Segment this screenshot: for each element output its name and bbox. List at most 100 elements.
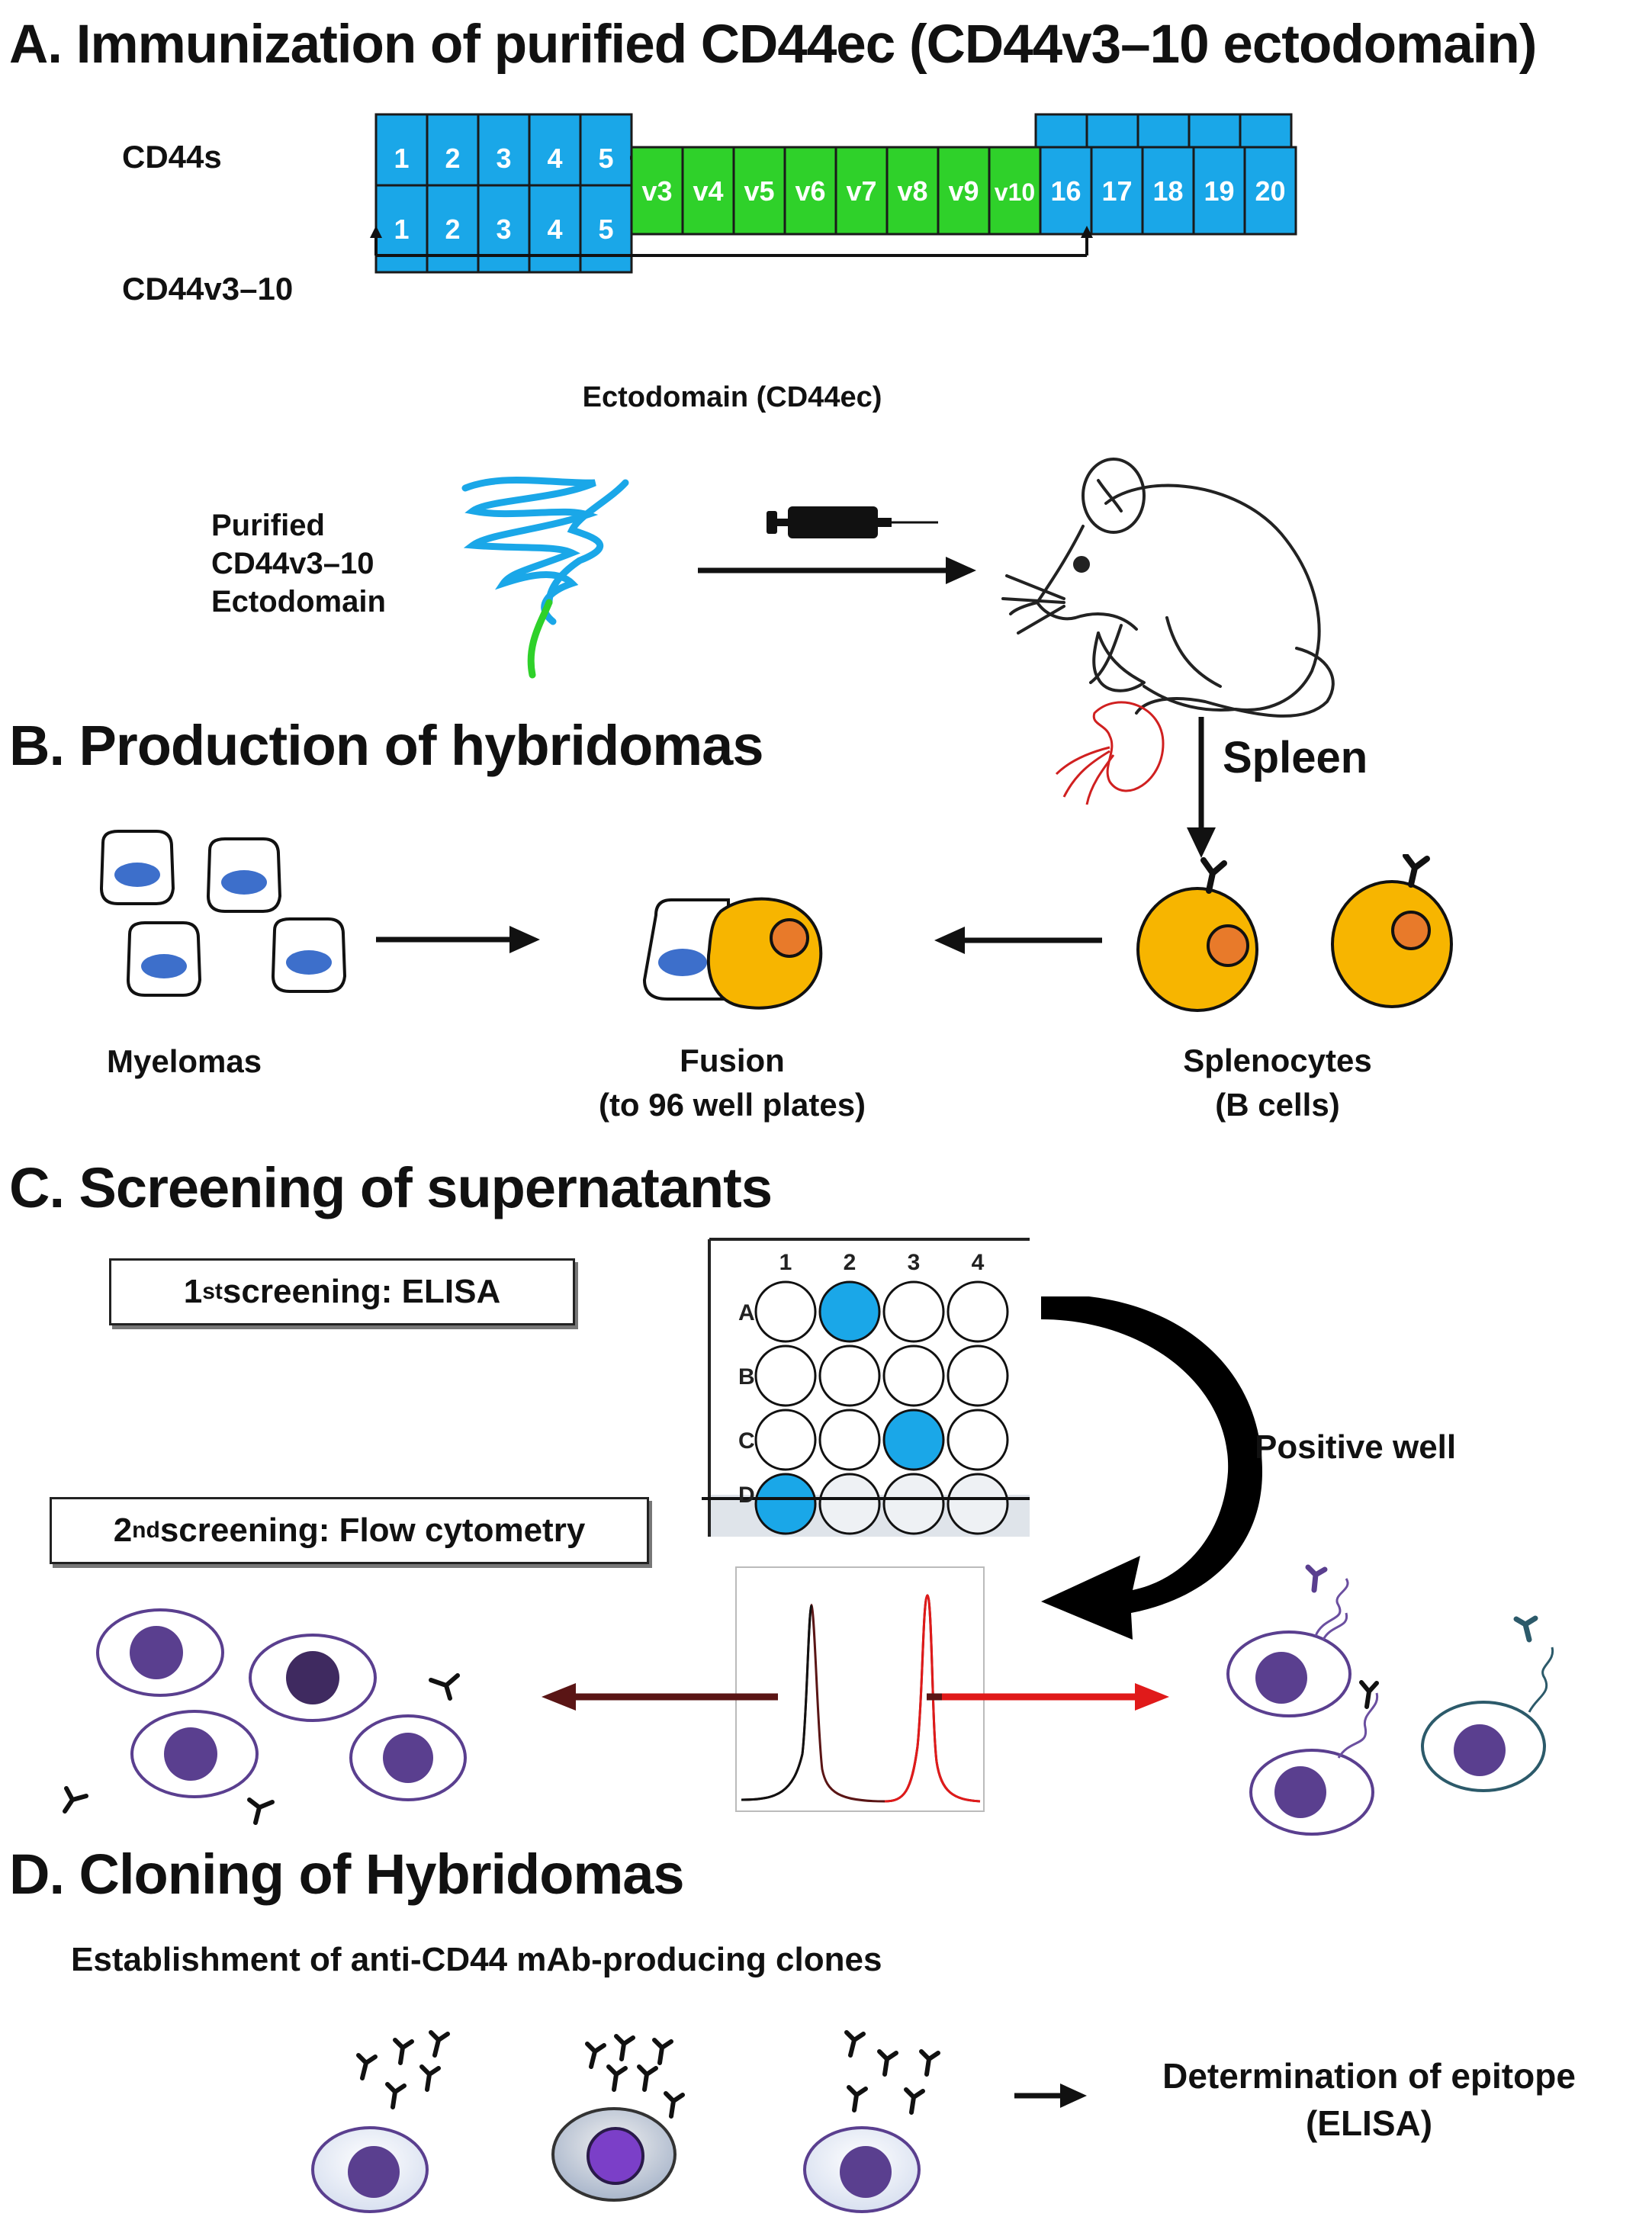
antigen-label-line1: Purified [211, 509, 325, 542]
exon-box [579, 184, 633, 274]
plate-row-label: C [738, 1428, 755, 1454]
well [754, 1409, 817, 1471]
first-screening-text: screening: ELISA [222, 1273, 501, 1310]
section-c-title: C. Screening of supernatants [9, 1156, 773, 1219]
cd44v-label: CD44v3–10 [122, 271, 294, 307]
fusion-label-line1: Fusion [680, 1043, 785, 1078]
spleen-icon [1055, 701, 1165, 805]
plate-column-label: 4 [972, 1250, 985, 1275]
positive-well [818, 1280, 881, 1343]
cd44s-label: CD44s [122, 139, 222, 175]
myelomas-label: Myelomas [107, 1043, 262, 1079]
splenocyte-cell [1136, 857, 1258, 1012]
positive-result-arrow [927, 1683, 1169, 1711]
well [818, 1345, 881, 1407]
mouse-illustration [1001, 458, 1335, 718]
exon-box [426, 184, 480, 274]
exon-label: 18 [1152, 175, 1183, 207]
splenocyte-cell [1331, 854, 1453, 1008]
positive-well [754, 1473, 817, 1535]
exon-box [1039, 146, 1093, 236]
exon-box [630, 146, 684, 236]
exon-box [528, 184, 582, 274]
hybridoma-clone [551, 2034, 685, 2202]
exon-label: 17 [1101, 175, 1132, 207]
exon-label: 4 [547, 214, 562, 245]
exon-box [1192, 146, 1246, 236]
splenocyte-cells [1136, 854, 1453, 1012]
epitope-label-line1: Determination of epitope [1162, 2056, 1576, 2096]
exon-label: 5 [598, 214, 613, 245]
positive-well [882, 1409, 945, 1471]
exon-label: 19 [1204, 175, 1234, 207]
syringe-icon [767, 506, 938, 538]
second-screening-ordinal-suffix: nd [132, 1518, 160, 1543]
second-screening-ordinal: 2 [113, 1512, 133, 1549]
exon-label: 20 [1255, 175, 1285, 207]
fusion-label-line2: (to 96 well plates) [598, 1087, 866, 1123]
section-a-title: A. Immunization of purified CD44ec (CD44… [9, 14, 1537, 75]
exon-label: v6 [795, 175, 825, 207]
exon-box [834, 146, 889, 236]
exon-label: v10 [995, 178, 1035, 206]
spleen-arrow [1187, 717, 1216, 858]
well [754, 1345, 817, 1407]
section-b-title: B. Production of hybridomas [9, 714, 763, 777]
positive-well-curved-arrow [1041, 1296, 1262, 1640]
well [754, 1280, 817, 1343]
exon-label: 3 [496, 143, 511, 174]
myeloma-cell [206, 837, 282, 913]
well [882, 1280, 945, 1343]
exon-box [1243, 146, 1297, 236]
negative-cells [63, 1608, 467, 1825]
positive-well-label: Positive well [1255, 1428, 1457, 1466]
exon-label: 1 [394, 214, 409, 245]
exon-box [885, 146, 940, 236]
exon-label: v5 [744, 175, 774, 207]
injection-arrow [698, 557, 976, 584]
exon-label: v7 [846, 175, 876, 207]
exon-box [477, 184, 531, 274]
hybridoma-clone [311, 2030, 450, 2213]
exon-label: v3 [641, 175, 672, 207]
well [947, 1409, 1009, 1471]
well [818, 1409, 881, 1471]
epitope-label-line2: (ELISA) [1305, 2103, 1433, 2143]
well [818, 1473, 881, 1535]
exon-label: 3 [496, 214, 511, 245]
hybridoma-clones [311, 2030, 940, 2213]
exon-box [937, 146, 991, 236]
second-screening-text: screening: Flow cytometry [159, 1512, 586, 1549]
antigen-label-line3: Ectodomain [211, 585, 386, 618]
plate-column-label: 2 [844, 1250, 857, 1275]
plate-row-label: B [738, 1364, 755, 1390]
exon-label: 2 [445, 214, 460, 245]
exon-label: v4 [693, 175, 723, 207]
exon-label: 2 [445, 143, 460, 174]
plate-column-label: 1 [779, 1250, 792, 1275]
exon-label: 1 [394, 143, 409, 174]
ectodomain-protein-illustration [461, 476, 629, 679]
hybridoma-clone [803, 2030, 940, 2213]
negative-result-arrow [542, 1683, 778, 1711]
splenocyte-to-fusion-arrow [934, 927, 1102, 954]
ectodomain-label: Ectodomain (CD44ec) [582, 381, 882, 413]
exon-label: v8 [897, 175, 927, 207]
exon-label: v9 [948, 175, 979, 207]
section-d-title: D. Cloning of Hybridomas [9, 1843, 685, 1906]
myeloma-cell [271, 917, 347, 993]
exon-box [1141, 146, 1195, 236]
positive-cells [1226, 1564, 1554, 1836]
exon-box [681, 146, 735, 236]
exon-label: 5 [598, 143, 613, 174]
well [947, 1473, 1009, 1535]
plate-row-label: A [738, 1300, 755, 1325]
splenocytes-label-line2: (B cells) [1215, 1087, 1340, 1123]
first-screening-ordinal-suffix: st [202, 1279, 223, 1304]
well [882, 1473, 945, 1535]
splenocytes-label-line1: Splenocytes [1183, 1043, 1372, 1078]
myeloma-cell [126, 921, 202, 997]
